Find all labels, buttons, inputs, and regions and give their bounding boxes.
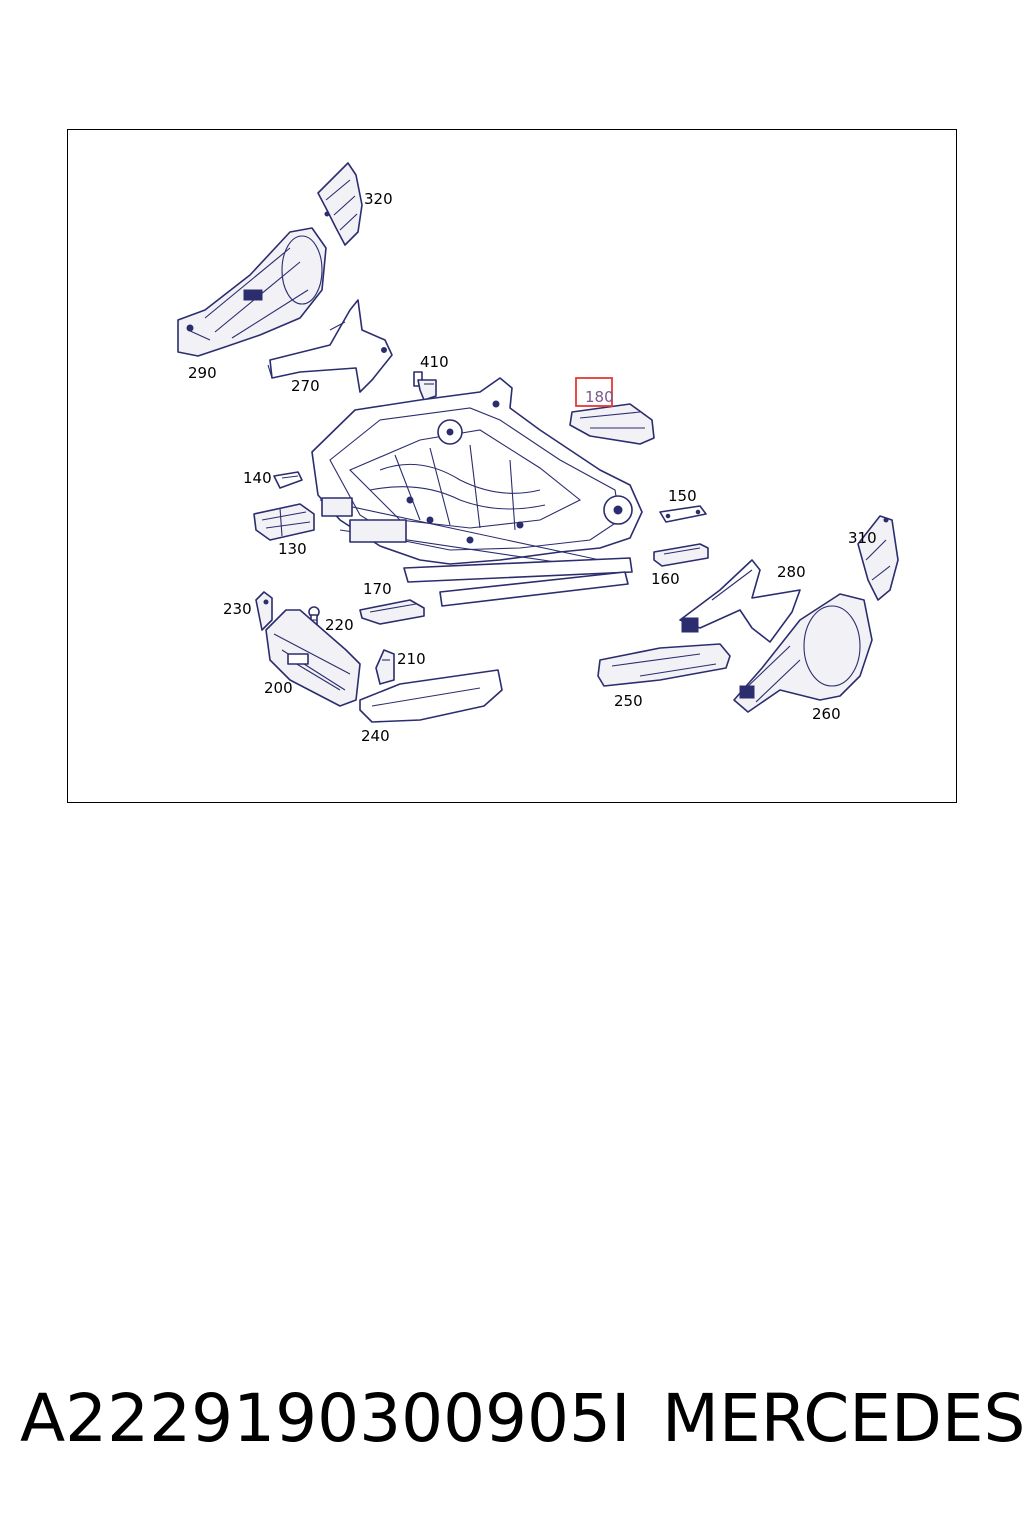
part-320[interactable] (317, 162, 363, 246)
seat-frame-assembly[interactable] (311, 377, 643, 607)
callout-280: 280 (777, 563, 806, 581)
part-240[interactable] (359, 669, 503, 723)
callout-200: 200 (264, 679, 293, 697)
part-280[interactable] (679, 559, 801, 643)
callout-130: 130 (278, 540, 307, 558)
part-250[interactable] (597, 643, 731, 687)
callout-180-highlight-box (575, 377, 613, 407)
callout-260: 260 (812, 705, 841, 723)
callout-320: 320 (364, 190, 393, 208)
part-290[interactable] (177, 227, 327, 357)
callout-270: 270 (291, 377, 320, 395)
callout-230: 230 (223, 600, 252, 618)
callout-140: 140 (243, 469, 272, 487)
callout-170: 170 (363, 580, 392, 598)
part-410[interactable] (413, 371, 437, 401)
callout-410: 410 (420, 353, 449, 371)
callout-220: 220 (325, 616, 354, 634)
callout-180[interactable]: 180 (585, 388, 614, 406)
part-130[interactable] (253, 503, 315, 541)
callout-240: 240 (361, 727, 390, 745)
part-230[interactable] (255, 591, 273, 631)
brand-name: MERCEDES (662, 1380, 1024, 1457)
part-310[interactable] (857, 515, 899, 601)
part-180[interactable] (569, 403, 655, 445)
part-260[interactable] (733, 593, 873, 713)
part-160[interactable] (653, 543, 709, 567)
part-number: A2229190300905I (20, 1380, 631, 1457)
callout-250: 250 (614, 692, 643, 710)
callout-150: 150 (668, 487, 697, 505)
diagram-frame (67, 129, 957, 803)
callout-310: 310 (848, 529, 877, 547)
callout-290: 290 (188, 364, 217, 382)
part-150[interactable] (659, 505, 707, 523)
part-210[interactable] (375, 649, 395, 685)
part-200[interactable] (265, 609, 361, 707)
callout-160: 160 (651, 570, 680, 588)
footer: A2229190300905I MERCEDES (0, 1380, 1024, 1470)
callout-210: 210 (397, 650, 426, 668)
part-270[interactable] (267, 299, 393, 393)
part-140[interactable] (273, 471, 303, 489)
part-170[interactable] (359, 599, 425, 625)
